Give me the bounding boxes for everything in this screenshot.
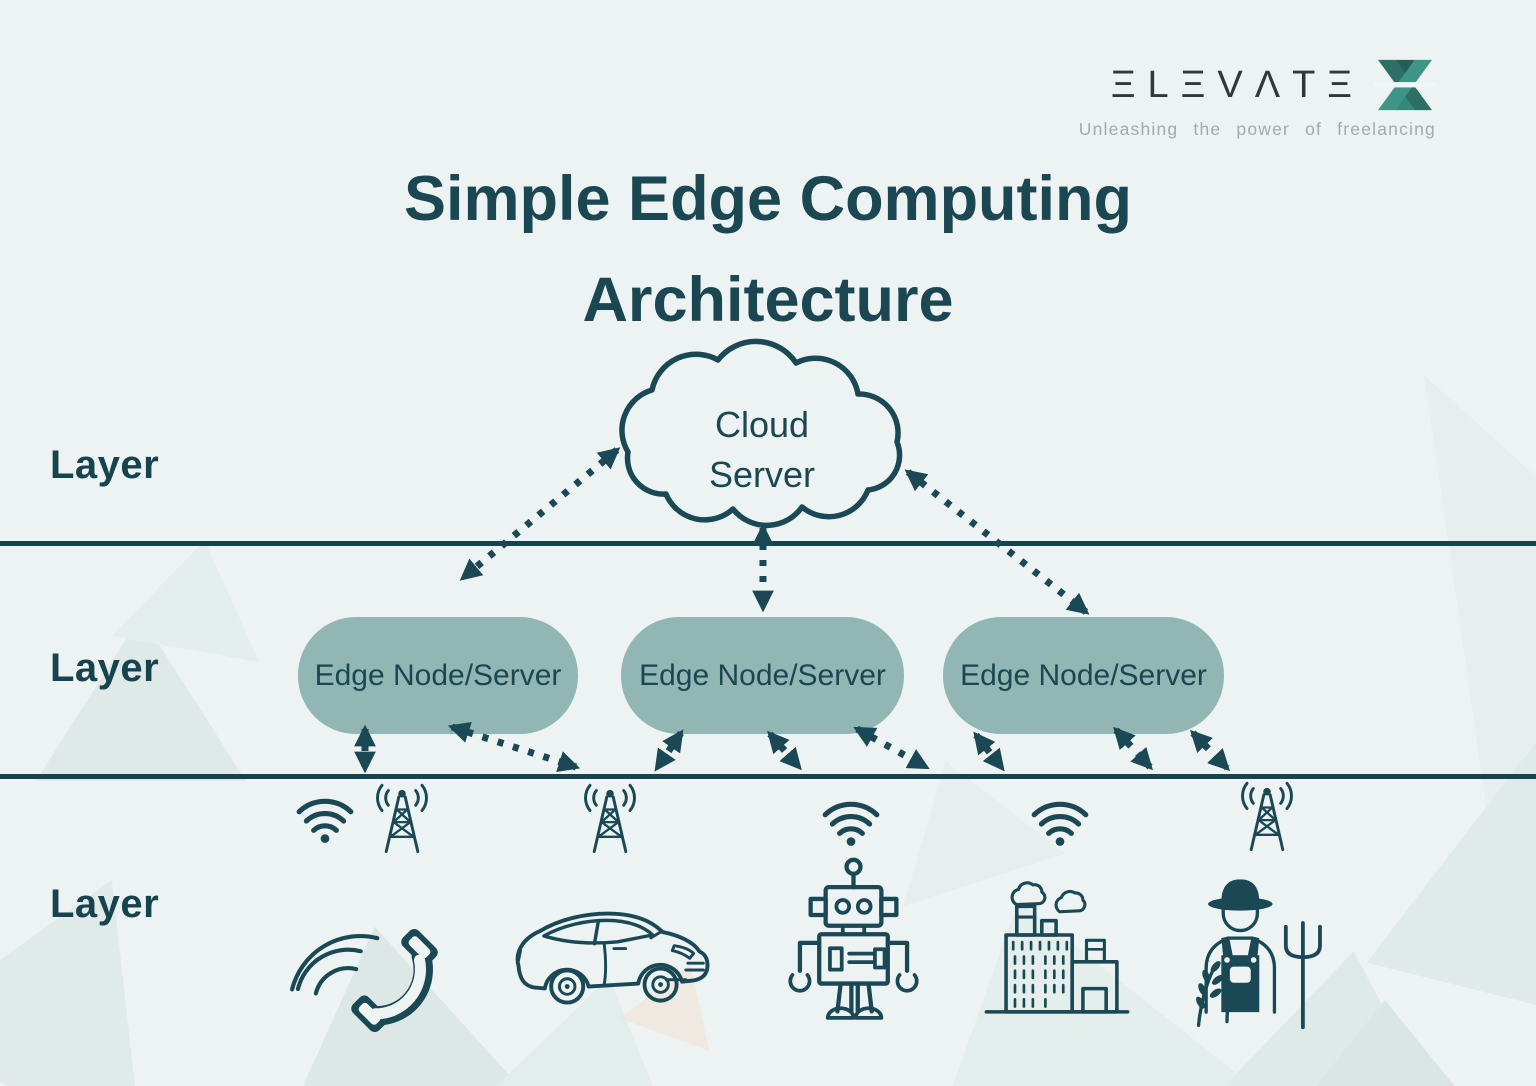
arrow-node3-devices	[1189, 729, 1231, 772]
edge-node-label: Edge Node/Server	[960, 658, 1207, 692]
brand-logo: ΞLΞVΛTΞ Unleashing the power of freelanc…	[1056, 58, 1436, 140]
edge-node-1: Edge Node/Server	[298, 617, 578, 734]
arrow-node3-devices	[973, 731, 1005, 772]
wifi-icon	[822, 801, 880, 846]
arrow-node2-devices	[767, 730, 802, 771]
background-triangle	[1287, 302, 1536, 827]
radio-tower-icon	[584, 783, 636, 854]
page-title: Simple Edge Computing Architecture	[403, 164, 1132, 335]
logo-x-icon	[1374, 59, 1436, 111]
wifi-icon	[296, 798, 354, 843]
edge-node-label: Edge Node/Server	[314, 658, 562, 692]
arrow-node3-devices	[1113, 726, 1153, 771]
radio-tower-icon	[376, 783, 428, 854]
edge-node-label: Edge Node/Server	[639, 658, 886, 692]
phone-icon	[290, 928, 438, 1033]
brand-wordmark: ΞLΞVΛTΞ	[1110, 63, 1364, 106]
car-icon	[515, 911, 710, 1005]
edge-node-2: Edge Node/Server	[621, 617, 904, 734]
factory-icon	[984, 881, 1130, 1014]
edge-node-3: Edge Node/Server	[943, 617, 1224, 734]
brand-tagline: Unleashing the power of freelancing	[1078, 119, 1436, 139]
wifi-icon	[1031, 801, 1089, 846]
layer-label-cloud: Layer	[50, 443, 160, 487]
robot-icon	[788, 857, 919, 1020]
cloud-label-line1: Cloud	[715, 404, 809, 445]
radio-tower-icon	[1241, 781, 1293, 852]
background-triangle	[0, 825, 235, 1086]
arrow-node2-devices	[853, 725, 930, 771]
cloud-label-line2: Server	[709, 454, 815, 495]
layer-label-edge: Layer	[50, 646, 160, 690]
cloud-outline	[619, 338, 903, 529]
arrow-node2-devices	[654, 729, 684, 772]
layer-divider-line	[0, 774, 1536, 779]
cloud-server-shape: Cloud Server	[619, 338, 903, 529]
layer-label-device: Layer	[50, 882, 160, 926]
farmer-icon	[1196, 879, 1322, 1030]
